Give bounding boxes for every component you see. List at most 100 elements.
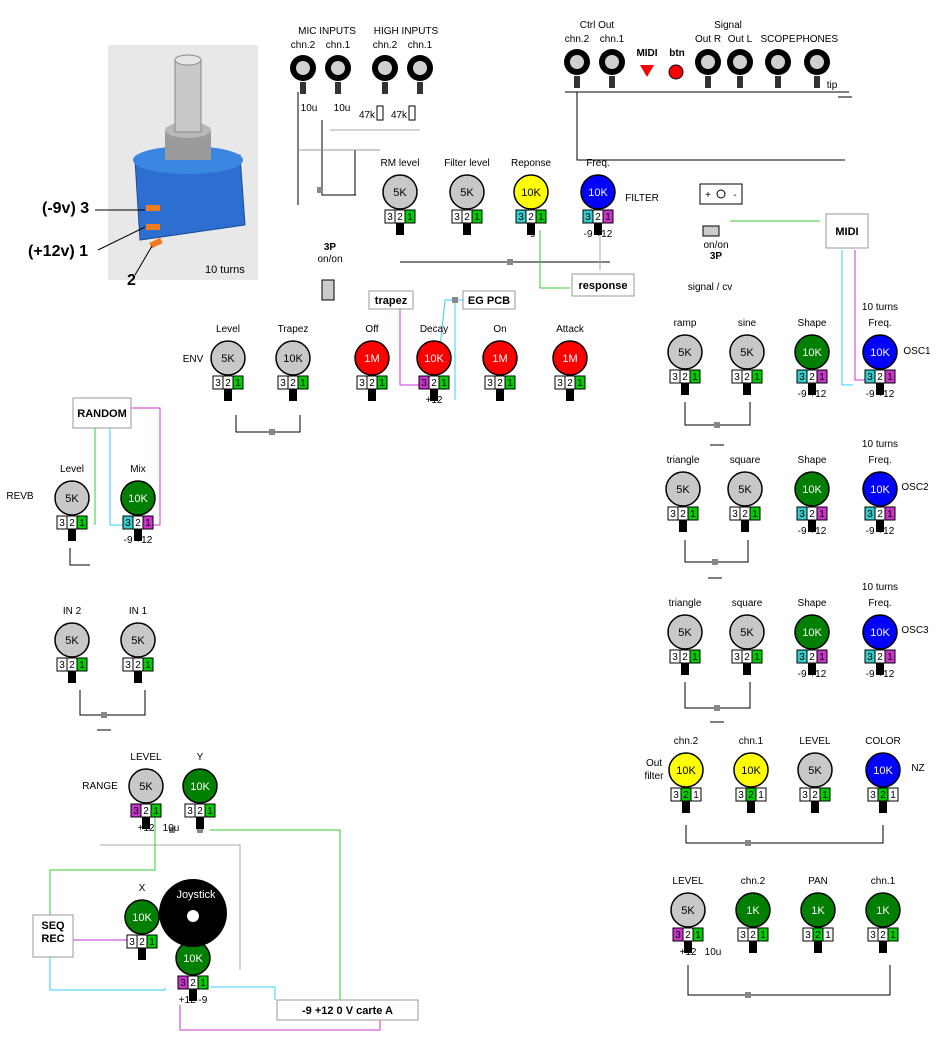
pot-pin-number: 1 (890, 790, 896, 801)
pot-knob (182, 768, 218, 804)
pot-connector (368, 389, 376, 401)
pot-label: square (730, 455, 761, 466)
pot-pin-number: 2 (682, 652, 688, 663)
pot-knob (128, 768, 164, 804)
pot-value: 1M (562, 353, 577, 365)
pot-pin (197, 975, 209, 990)
pot-value: 10K (802, 627, 822, 639)
jack-label: chn.1 (408, 40, 433, 51)
pot-pin-number: 2 (750, 930, 756, 941)
pot-supply-label: -9 +12 (124, 535, 153, 546)
response-box: response (571, 273, 635, 297)
pot-supply-label: -9 +12 (584, 229, 613, 240)
pot-pin-number: 2 (685, 930, 691, 941)
wire (109, 428, 125, 526)
pot-pin (884, 369, 896, 384)
pot-pin (816, 369, 828, 384)
jack-label: SCOPE (760, 34, 795, 45)
carte-a-box-text: -9 +12 0 V carte A (302, 1005, 393, 1017)
pot-pin-number: 3 (129, 937, 135, 948)
pot-pin-number: 3 (673, 790, 679, 801)
pot-pin-number: 1 (887, 509, 893, 520)
pot-pin-number: 2 (682, 372, 688, 383)
junction-node (714, 705, 720, 711)
output-jack-4: SCOPE (760, 34, 796, 88)
midi-led-label: MIDI (636, 48, 657, 59)
pot-pin (376, 375, 388, 390)
pot-label: Y (197, 752, 204, 763)
row-label-range: RANGE (82, 781, 118, 792)
pot-pin-number: 1 (235, 378, 241, 389)
junction-node (452, 297, 458, 303)
pot-label: Reponse (511, 158, 551, 169)
pot-pin (504, 375, 516, 390)
row-label-out: Out (646, 758, 662, 769)
pot-pin-number: 3 (487, 378, 493, 389)
pot-knob (735, 892, 771, 928)
input-jack-3: chn.1 (407, 40, 433, 94)
pot-connector (681, 663, 689, 675)
pot-knob (865, 752, 901, 788)
seq-rec-box-text: SEQ (41, 920, 65, 932)
jack-hole (701, 55, 715, 69)
pot-label: Filter level (444, 158, 490, 169)
pot-pin (76, 515, 88, 530)
wire (687, 965, 891, 996)
pot-pin-number: 1 (79, 518, 85, 529)
pot-label: Freq. (868, 598, 891, 609)
pot-pin-number: 1 (819, 652, 825, 663)
pot-connector (196, 817, 204, 829)
pot-supply-label: -9 +12 (866, 526, 895, 537)
pot-pin-number: 1 (752, 509, 758, 520)
pot-cap-label: 10u (705, 947, 722, 958)
pot-pin-number: 3 (734, 652, 740, 663)
pot-pin (232, 375, 244, 390)
pot-value: 5K (65, 635, 79, 647)
pot-label: chn.2 (674, 736, 699, 747)
pot-pin (297, 375, 309, 390)
pot-pin-number: 3 (672, 652, 678, 663)
junction-node (745, 840, 751, 846)
pot-pin-number: 3 (59, 660, 65, 671)
pot-label: RM level (381, 158, 420, 169)
jack-hole (733, 55, 747, 69)
pot-knob (552, 340, 588, 376)
pot-pin-number: 2 (809, 372, 815, 383)
pot-pin-number: 3 (867, 372, 873, 383)
pot-label: LEVEL (799, 736, 831, 747)
jack-hole (771, 55, 785, 69)
seq-rec-box-text: REC (41, 933, 64, 945)
pot-label: Freq. (868, 318, 891, 329)
pot-supply-label: +12 -9 (179, 995, 208, 1006)
pot-connector (527, 223, 535, 235)
random-box: RANDOM (72, 397, 132, 429)
pot-pin-number: 1 (758, 790, 764, 801)
row-label-osc1: OSC1 (903, 346, 931, 357)
pot-label: Trapez (278, 324, 309, 335)
pot-pin-number: 2 (880, 790, 886, 801)
junction-node (507, 259, 513, 265)
pot-knob (54, 622, 90, 658)
resistor (376, 105, 384, 121)
button-icon (668, 64, 684, 80)
wire (69, 548, 90, 566)
pot-knob (120, 622, 156, 658)
pot-pin-number: 2 (497, 378, 503, 389)
pot-knob (862, 334, 898, 370)
pot-value: 10K (676, 765, 696, 777)
jack-hole (570, 55, 584, 69)
pot-pin (887, 787, 899, 802)
wire (684, 682, 751, 709)
pot-label: Off (365, 324, 378, 335)
pot-value: 5K (221, 353, 235, 365)
